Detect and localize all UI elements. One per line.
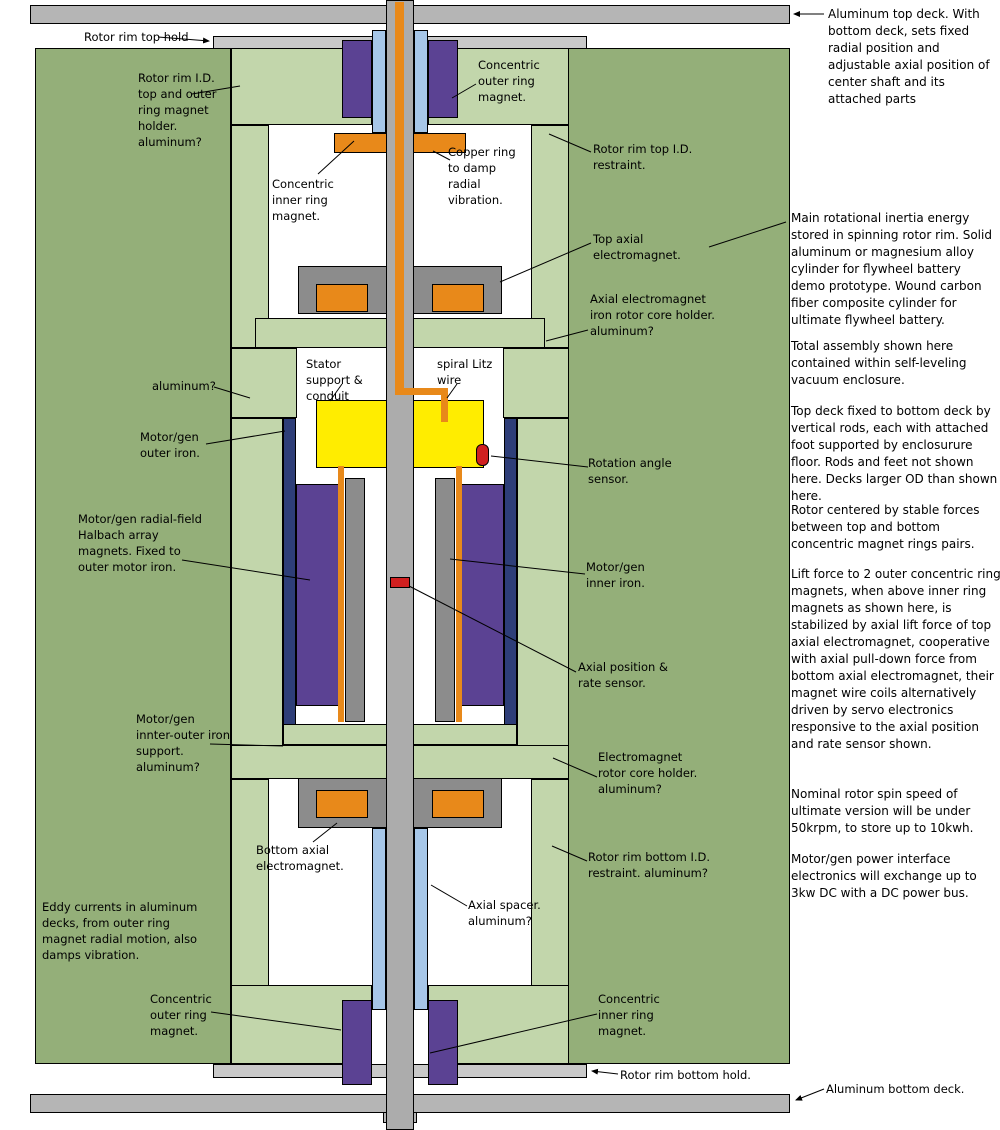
bottom-ring-magnet-right (428, 1000, 458, 1085)
note-top-deck: Aluminum top deck. With bottom deck, set… (828, 7, 990, 106)
top-ring-magnet-left (342, 40, 372, 118)
label-top-axial-electromagnet: Top axial electromagnet. (593, 232, 681, 262)
label-aluminum-question: aluminum? (152, 379, 216, 393)
litz-wire-right (456, 466, 462, 722)
note-power: Motor/gen power interface electronics wi… (791, 852, 977, 900)
holder-mid-right-wide (503, 348, 569, 418)
motor-outer-iron-right (504, 418, 517, 740)
label-axial-spacer: Axial spacer. aluminum? (468, 898, 541, 928)
rotation-angle-sensor (476, 444, 489, 466)
label-rotor-rim-top-hold: Rotor rim top hold (84, 30, 189, 44)
label-aluminum-bottom-deck: Aluminum bottom deck. (826, 1082, 965, 1096)
conduit-wire-elbow-v (441, 390, 448, 422)
label-concentric-inner-ring-magnet-bottom: Concentric inner ring magnet. (598, 992, 660, 1038)
rotor-rim-left (35, 48, 231, 1064)
label-electromagnet-rotor-core-holder: Electromagnet rotor core holder. aluminu… (598, 750, 698, 796)
label-rotor-rim-bottom-hold: Rotor rim bottom hold. (620, 1068, 751, 1082)
label-axial-position-sensor: Axial position & rate sensor. (578, 660, 668, 690)
motor-outer-iron-left (283, 418, 296, 740)
conduit-wire-vertical (395, 2, 404, 392)
motor-inner-iron-left (345, 478, 365, 722)
top-electromagnet-coil-right (432, 284, 484, 312)
bottom-electromagnet-coil-left (316, 790, 368, 818)
label-motor-gen-iron-support: Motor/gen innter-outer iron support. alu… (136, 712, 230, 774)
label-axial-electromagnet-holder: Axial electromagnet iron rotor core hold… (590, 292, 715, 338)
top-spacer-right (414, 30, 428, 133)
label-rotor-rim-top-id-restraint: Rotor rim top I.D. restraint. (593, 142, 693, 172)
note-rotor-rim: Main rotational inertia energy stored in… (791, 211, 992, 327)
halbach-magnet-left (296, 484, 340, 706)
holder-mid-left-column (231, 418, 283, 746)
label-copper-ring: Copper ring to damp radial vibration. (448, 145, 516, 207)
note-lift: Lift force to 2 outer concentric ring ma… (791, 567, 1000, 751)
axial-position-sensor (390, 577, 410, 588)
conduit-wire-elbow-h (395, 388, 448, 395)
label-motor-gen-outer-iron: Motor/gen outer iron. (140, 430, 200, 460)
label-concentric-outer-ring-magnet-top: Concentric outer ring magnet. (478, 58, 540, 104)
bottom-electromagnet-iron-left (298, 778, 388, 828)
label-concentric-inner-ring-magnet-top: Concentric inner ring magnet. (272, 177, 334, 223)
holder-mid-right-column (517, 418, 569, 746)
holder-top-right-column (531, 125, 569, 348)
halbach-magnet-right (460, 484, 504, 706)
axial-spacer-left (372, 828, 386, 1010)
note-centering: Rotor centered by stable forces between … (791, 503, 980, 551)
litz-wire-left (338, 466, 344, 722)
label-concentric-outer-ring-magnet-bottom: Concentric outer ring magnet. (150, 992, 212, 1038)
bottom-electromagnet-coil-right (432, 790, 484, 818)
top-ring-magnet-right (428, 40, 458, 118)
label-eddy-currents: Eddy currents in aluminum decks, from ou… (42, 900, 198, 962)
top-spacer-left (372, 30, 386, 133)
axial-spacer-right (414, 828, 428, 1010)
top-electromagnet-coil-left (316, 284, 368, 312)
label-rotation-angle-sensor: Rotation angle sensor. (588, 456, 672, 486)
holder-mid-left-wide (231, 348, 297, 418)
label-bottom-axial-electromagnet: Bottom axial electromagnet. (256, 843, 344, 873)
label-spiral-litz-wire: spiral Litz wire (437, 357, 493, 387)
motor-inner-iron-right (435, 478, 455, 722)
note-assembly: Total assembly shown here contained with… (791, 339, 967, 387)
label-rotor-rim-bottom-id-restraint: Rotor rim bottom I.D. restraint. aluminu… (588, 850, 711, 880)
bottom-ring-magnet-left (342, 1000, 372, 1085)
label-stator-support: Stator support & conduit (306, 357, 363, 403)
label-rotor-rim-id-top-holder: Rotor rim I.D. top and outer ring magnet… (138, 71, 217, 149)
note-decks: Top deck fixed to bottom deck by vertica… (791, 404, 998, 503)
label-halbach-magnets: Motor/gen radial-field Halbach array mag… (78, 512, 202, 574)
note-speed: Nominal rotor spin speed of ultimate ver… (791, 787, 974, 835)
holder-top-left-column (231, 125, 269, 348)
rotor-rim-right (568, 48, 790, 1064)
label-motor-gen-inner-iron: Motor/gen inner iron. (586, 560, 645, 590)
